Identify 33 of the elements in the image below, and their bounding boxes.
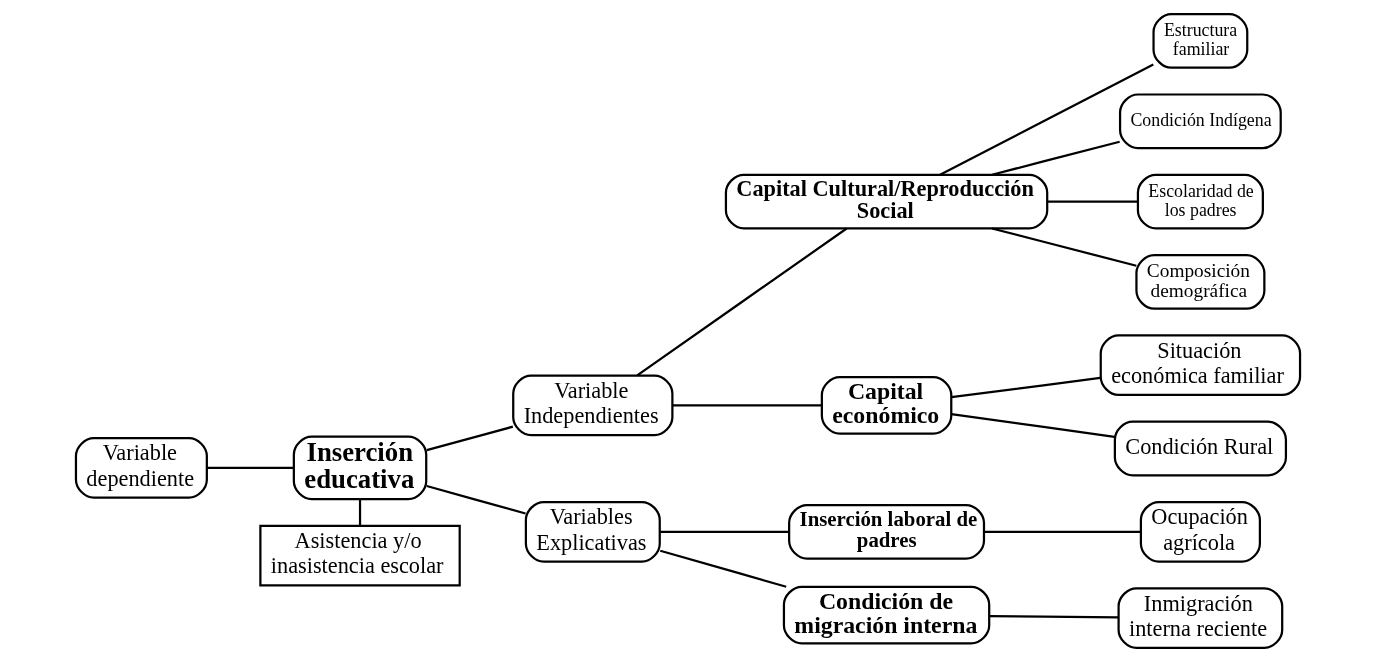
connector xyxy=(939,63,1154,176)
node-box: Condición de migración interna xyxy=(782,585,990,645)
connector xyxy=(988,614,1118,619)
node-box: Escolaridad de los padres xyxy=(1136,173,1264,230)
connector xyxy=(672,404,822,407)
node-box: Variable Independientes xyxy=(511,374,673,437)
node-box: Inserción laboral de padres xyxy=(787,503,985,560)
connector xyxy=(659,530,789,533)
connector xyxy=(991,227,1137,267)
connector xyxy=(983,530,1141,533)
node-box: Ocupación agrícola xyxy=(1139,500,1261,563)
node-box: Inmigración interna reciente xyxy=(1116,587,1283,649)
node-box: Situación económica familiar xyxy=(1099,334,1301,397)
node-box: Condición Indígena xyxy=(1118,93,1282,150)
node-box: Composición demográfica xyxy=(1134,254,1265,310)
node-box: Capital Cultural/Reproducción Social xyxy=(724,173,1048,230)
node-box: Variables Explicativas xyxy=(524,500,661,563)
node-box: Capital económico xyxy=(820,376,952,435)
connector xyxy=(206,466,294,469)
connector xyxy=(425,484,526,515)
node-box: Inserción educativa xyxy=(292,435,427,501)
connector xyxy=(1047,200,1137,203)
node-box: Estructura familiar xyxy=(1151,13,1248,69)
connector xyxy=(636,227,847,377)
node-box: Asistencia y/o inasistencia escolar xyxy=(258,524,461,587)
connector xyxy=(659,549,787,588)
connector xyxy=(950,413,1115,438)
connector xyxy=(950,376,1100,399)
connector xyxy=(991,140,1120,176)
connector xyxy=(358,499,361,526)
connector xyxy=(425,425,513,452)
node-box: Variable dependiente xyxy=(74,436,208,499)
node-box: Condición Rural xyxy=(1113,420,1287,477)
